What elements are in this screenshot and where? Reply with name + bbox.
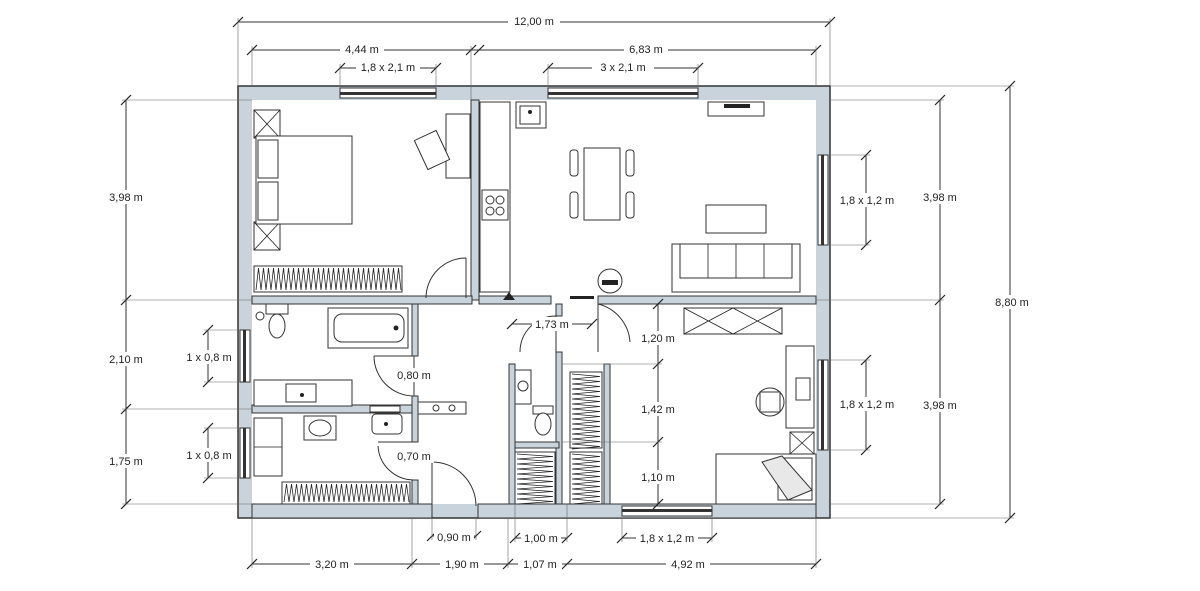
laundry-furniture <box>253 401 467 505</box>
dim-total-depth: 8,80 m <box>995 297 1029 309</box>
dim-top-right-window: 3 x 2,1 m <box>600 62 645 74</box>
dim-wc-door: 1,00 m <box>524 533 558 545</box>
wardrobe-hatch <box>283 483 410 503</box>
dim-hall-width: 1,73 m <box>535 319 569 331</box>
dim-left-bath: 2,10 m <box>109 354 143 366</box>
bath-furniture <box>253 303 409 407</box>
dim-entrance-door: 0,90 m <box>437 532 471 544</box>
dim-bottom-seg4: 4,92 m <box>671 559 705 571</box>
wardrobe-hatch <box>571 373 601 450</box>
dim-laundry-window: 1 x 0,8 m <box>186 450 231 462</box>
wardrobe-hatch <box>571 453 601 505</box>
dim-right-top-room: 3,98 m <box>923 192 957 204</box>
dim-top-right-width: 6,83 m <box>629 44 663 56</box>
windows <box>239 87 829 517</box>
dim-laundry-door: 0,70 m <box>397 451 431 463</box>
dim-left-laundry: 1,75 m <box>109 456 143 468</box>
dim-bedroom2-seg3: 1,10 m <box>641 472 675 484</box>
dim-total-width: 12,00 m <box>514 16 554 28</box>
interior-walls <box>251 99 817 519</box>
dim-bath-door: 0,80 m <box>397 370 431 382</box>
dim-living-window: 1,8 x 1,2 m <box>840 195 894 207</box>
dimension-lines: 12,00 m 4,44 m 6,83 m 1,8 x 2,1 m 3 x 2,… <box>104 14 1034 571</box>
dim-top-left-width: 4,44 m <box>345 44 379 56</box>
dim-bottom-seg3: 1,07 m <box>523 559 557 571</box>
dim-bottom-window: 1,8 x 1,2 m <box>640 533 694 545</box>
wardrobe-hatch <box>516 453 554 505</box>
living-furniture <box>479 101 801 300</box>
dim-bottom-seg1: 3,20 m <box>315 559 349 571</box>
doors <box>373 257 631 507</box>
dim-bedroom2-seg2: 1,42 m <box>641 404 675 416</box>
dim-left-top-room: 3,98 m <box>109 192 143 204</box>
wardrobe-hatch <box>255 267 402 291</box>
dim-bath-window: 1 x 0,8 m <box>186 352 231 364</box>
bedroom-2-furniture <box>683 307 817 505</box>
dim-bottom-seg2: 1,90 m <box>445 559 479 571</box>
dim-bedroom2-seg1: 1,20 m <box>641 333 675 345</box>
wardrobe-hatching <box>255 267 601 505</box>
dim-top-left-window: 1,8 x 2,1 m <box>361 62 415 74</box>
dim-right-bottom-room: 3,98 m <box>923 400 957 412</box>
dim-bedroom-window: 1,8 x 1,2 m <box>840 399 894 411</box>
